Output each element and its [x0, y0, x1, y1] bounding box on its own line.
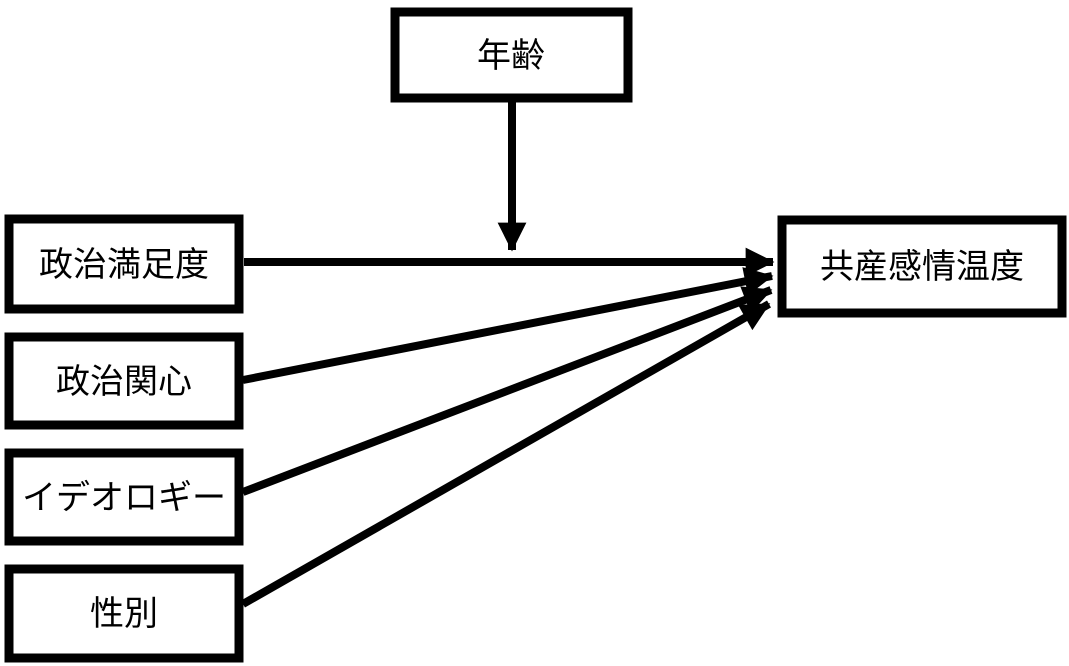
age-label: 年齢 — [477, 37, 545, 75]
node-political-interest: 政治関心 — [4, 332, 244, 430]
gender-label: 性別 — [90, 595, 158, 633]
node-ideology: イデオロギー — [4, 448, 244, 546]
communist-feeling-thermometer-box — [777, 215, 1067, 318]
political-satisfaction-label: 政治満足度 — [39, 246, 209, 284]
ideology-label: イデオロギー — [22, 479, 226, 517]
edge-ideology-to-outcome — [241, 286, 773, 496]
political-satisfaction-box — [4, 214, 244, 314]
node-age: 年齢 — [390, 7, 633, 103]
ideology-box — [4, 448, 244, 546]
node-political-satisfaction: 政治満足度 — [4, 214, 244, 314]
age-box — [390, 7, 633, 103]
gender-box — [4, 564, 244, 663]
node-communist-feeling-thermometer: 共産感情温度 — [777, 215, 1067, 318]
communist-feeling-thermometer-label: 共産感情温度 — [820, 248, 1024, 286]
edges — [241, 100, 775, 608]
node-gender: 性別 — [4, 564, 244, 663]
political-interest-label: 政治関心 — [56, 363, 192, 401]
political-interest-box — [4, 332, 244, 430]
edge-political-interest-to-outcome — [242, 267, 774, 384]
edge-gender-to-outcome — [241, 300, 771, 608]
